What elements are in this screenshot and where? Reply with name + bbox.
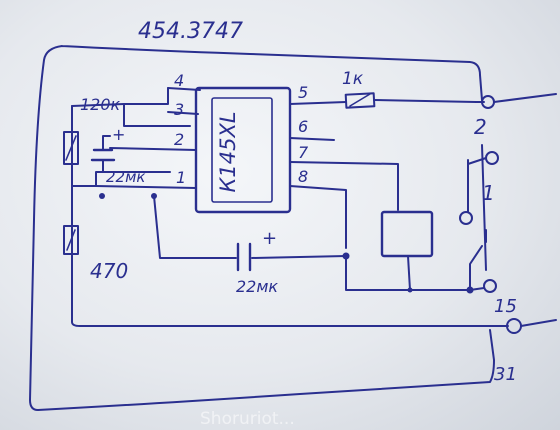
pin-6-wire [289, 137, 335, 141]
resistor-120k-mark [65, 135, 77, 161]
r-470-label: 470 [90, 259, 128, 283]
terminal-2-label: 2 [474, 115, 487, 139]
terminal-15 [483, 279, 497, 293]
relay-coil [380, 210, 434, 258]
terminal-1-bottom [459, 211, 473, 225]
r-1k-label: 1к [342, 69, 364, 89]
pin-8-label: 8 [298, 167, 308, 186]
junction-bottom [407, 287, 413, 293]
ic-body [194, 86, 292, 214]
c-22mk-top-label: 22мк [106, 168, 145, 186]
junction-left [99, 193, 105, 199]
cap-top-leads [102, 135, 111, 173]
left-rail [71, 185, 509, 327]
switch-15 [469, 229, 487, 291]
switch-1 [467, 157, 487, 213]
t15-lead [469, 287, 485, 291]
pin-8-wire [289, 185, 347, 249]
watermark: Shoruriot... [200, 409, 295, 429]
terminal-31-label: 31 [494, 364, 517, 385]
terminal-1-label: 1 [482, 181, 495, 205]
resistor-1k-mark [349, 93, 371, 107]
resistor-1k [344, 92, 376, 109]
pin-1-label: 1 [176, 168, 186, 187]
pin-5-label: 5 [298, 83, 308, 102]
terminal-31 [506, 318, 522, 334]
junction-coil [342, 252, 350, 260]
c-top-plus-label: + [112, 125, 125, 144]
pin-1-wire [95, 185, 197, 189]
resistor-470 [63, 225, 79, 255]
pin-7-wire [289, 161, 399, 211]
terminal-15-label: 15 [494, 296, 517, 317]
pin-5-wire [289, 99, 477, 105]
c-22mk-bottom-label: 22мк [236, 277, 278, 296]
relay-wires [345, 255, 471, 291]
t2-out [493, 93, 557, 103]
pin-7-label: 7 [298, 143, 309, 162]
pin-4-label: 4 [174, 71, 184, 90]
pin-3-wire [71, 103, 199, 115]
c-bottom-plus-label: + [262, 228, 277, 249]
ic-inner [211, 97, 273, 203]
r-120k-label: 120к [80, 95, 121, 114]
housing-outline [29, 45, 495, 411]
terminal-1-top [485, 151, 499, 165]
t31-out [520, 319, 557, 327]
bottom-cap-wire [153, 195, 347, 259]
pin-4-wire [167, 87, 201, 91]
pin-3-label: 3 [174, 100, 184, 119]
pin-6-label: 6 [298, 117, 308, 136]
pin-2-label: 2 [174, 130, 184, 149]
pin-2-wire [109, 147, 197, 151]
ic-label: К145XL [216, 111, 240, 192]
resistor-120k [63, 131, 79, 165]
diagram-title: 454.3747 [138, 19, 243, 44]
resistor-470-mark [66, 229, 76, 251]
